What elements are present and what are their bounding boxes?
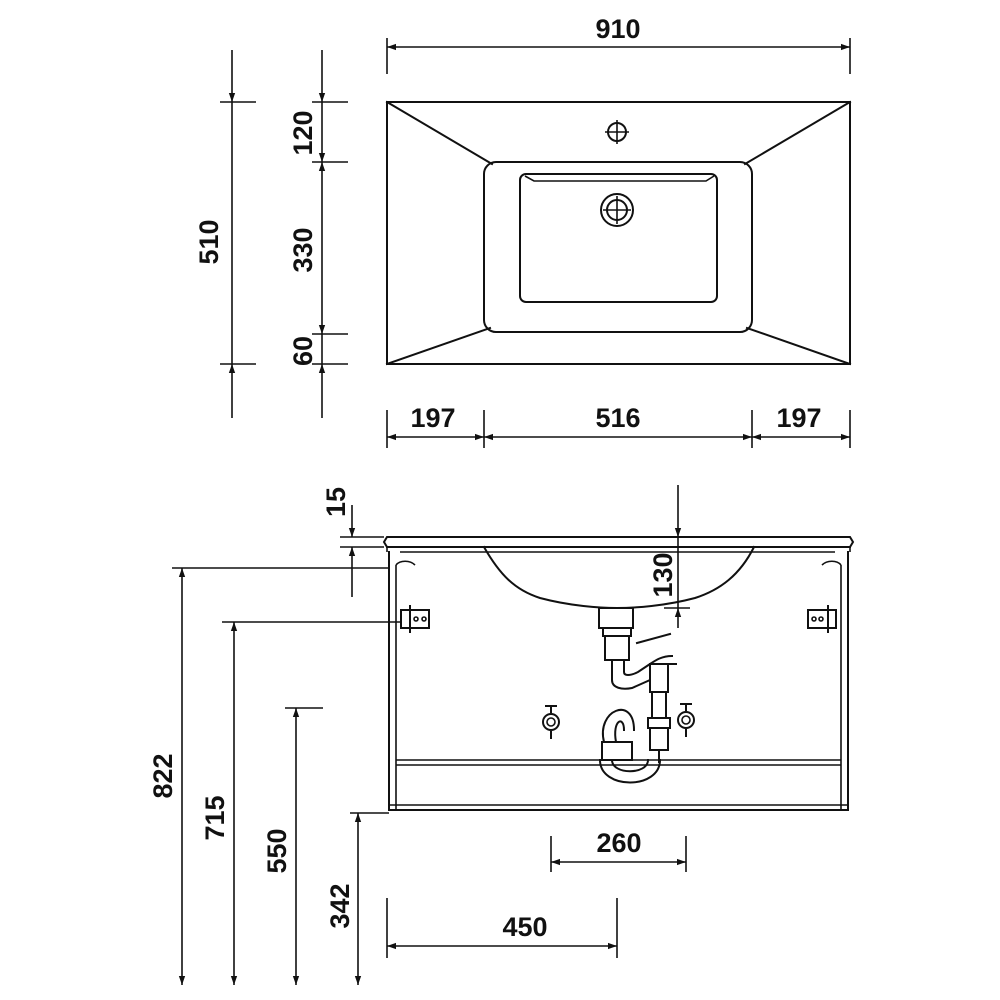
dim-total-height: 822	[148, 568, 186, 985]
basin-rim	[483, 161, 753, 333]
dim-label-330: 330	[288, 227, 318, 272]
front-view: 15 130 822 715 550	[148, 485, 855, 985]
dim-label-516: 516	[595, 403, 640, 433]
dim-top-thickness: 15	[321, 487, 384, 597]
dim-bowl-depth: 130	[648, 485, 690, 628]
siphon-trap-icon	[598, 607, 677, 784]
dim-depth-chain: 120 330 60	[288, 50, 348, 418]
dim-label-715: 715	[200, 795, 230, 840]
slope-line-back-right	[743, 100, 852, 166]
dim-label-550: 550	[262, 828, 292, 873]
slope-line-back-left	[385, 100, 494, 166]
dim-cabinet-bottom-height: 342	[325, 813, 362, 985]
drain-icon	[600, 193, 634, 227]
countertop-outline	[386, 101, 851, 365]
slope-line-front-left	[385, 326, 492, 366]
angle-valve-left-icon	[542, 705, 560, 739]
dim-width-chain: 197 516 197	[386, 403, 851, 448]
dim-valve-spacing: 260	[550, 828, 687, 872]
slope-line-front-right	[745, 326, 852, 366]
dim-label-450: 450	[502, 912, 547, 942]
angle-valve-right-icon	[677, 703, 695, 737]
dim-label-60: 60	[288, 336, 318, 366]
wall-hanger-left-icon	[400, 605, 430, 633]
dim-overall-width: 910	[386, 14, 851, 74]
dim-label-510: 510	[194, 219, 224, 264]
dim-label-910: 910	[595, 14, 640, 44]
dim-label-342: 342	[325, 883, 355, 928]
basin-bowl	[519, 173, 718, 303]
countertop-slab	[382, 536, 855, 548]
basin-bowl-section	[482, 545, 756, 610]
bowl-slope-line	[524, 175, 715, 182]
dim-label-822: 822	[148, 753, 178, 798]
tap-hole-icon	[605, 120, 629, 144]
dim-overall-depth: 510	[194, 50, 256, 418]
dim-label-260: 260	[596, 828, 641, 858]
dim-hanger-height: 715	[200, 622, 238, 985]
dim-label-130: 130	[648, 552, 678, 597]
dim-label-197-left: 197	[410, 403, 455, 433]
dim-label-197-right: 197	[776, 403, 821, 433]
dim-waste-offset: 450	[386, 898, 618, 958]
dim-wall-outlet-height: 550	[262, 708, 300, 985]
top-view: 910 510 120 330 60	[194, 14, 852, 448]
wall-hanger-right-icon	[807, 605, 837, 633]
dim-label-120: 120	[288, 110, 318, 155]
dim-label-15: 15	[321, 487, 351, 517]
